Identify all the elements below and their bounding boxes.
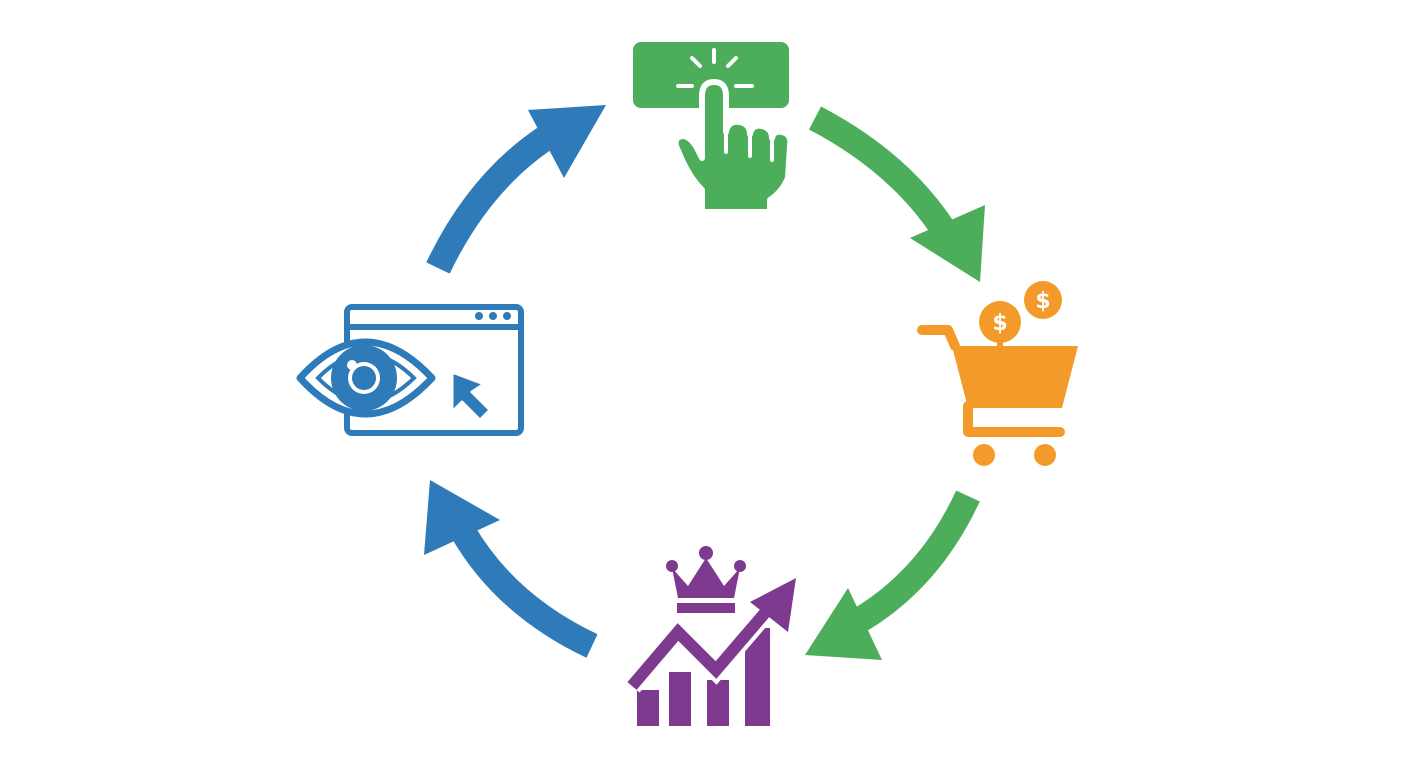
crown-growth-chart-icon [624,546,796,726]
arrow-engagement-to-click [426,105,606,274]
growth-chart-icon [624,578,796,726]
eye-browser-cursor-icon [296,304,524,436]
arrow-purchase-to-loyalty [805,490,980,660]
shopping-cart-coins-icon: $ $ [917,281,1078,466]
coin-symbol: $ [1035,289,1050,314]
arrow-loyalty-to-engagement [424,480,598,658]
hand-tap-button-icon [633,42,794,215]
coin-symbol: $ [992,311,1007,336]
arrow-click-to-purchase [808,106,985,282]
coin-icon: $ [979,301,1021,343]
coin-icon: $ [1024,281,1062,319]
crown-icon [666,546,746,613]
